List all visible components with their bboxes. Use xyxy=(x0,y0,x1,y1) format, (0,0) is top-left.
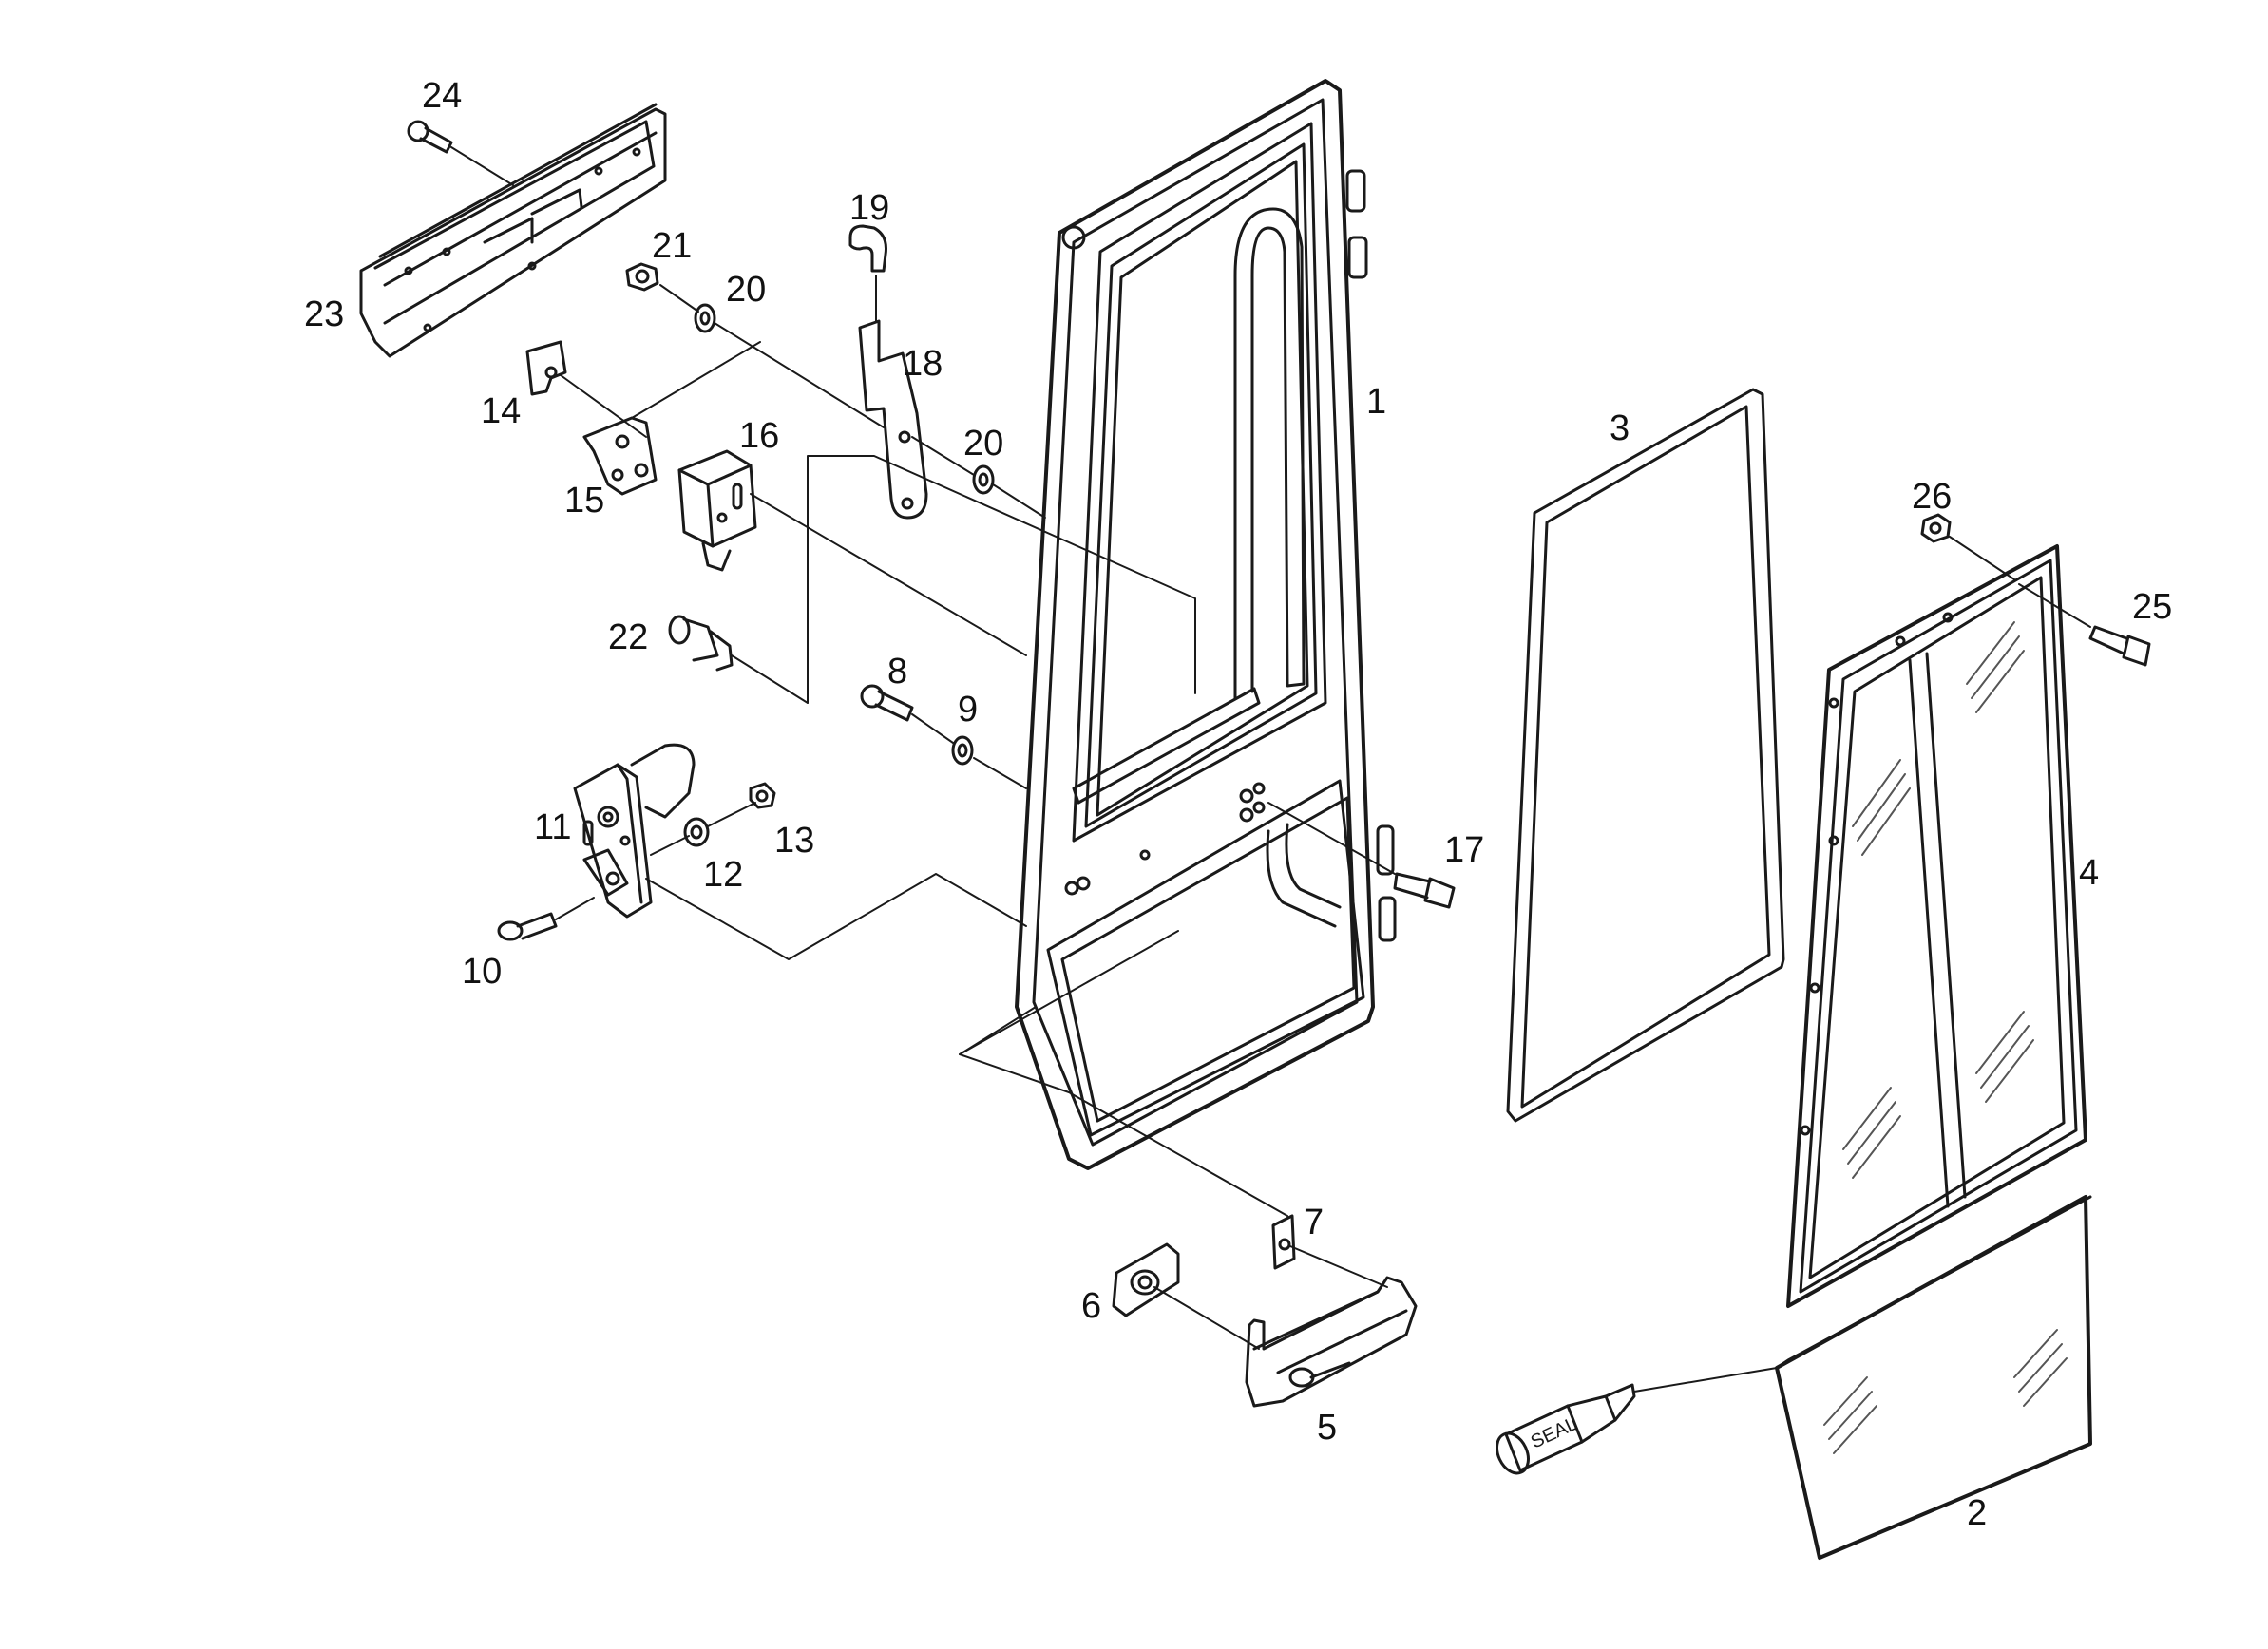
lock-part-11 xyxy=(573,743,696,919)
callout-22: 22 xyxy=(608,617,649,657)
washer-part-12 xyxy=(683,817,710,847)
callout-4: 4 xyxy=(2079,853,2100,893)
callout-25: 25 xyxy=(2132,587,2173,627)
bolt-part-25 xyxy=(2018,583,2151,667)
callout-12: 12 xyxy=(703,855,744,895)
callout-23: 23 xyxy=(304,294,345,334)
nut-part-21 xyxy=(625,262,659,292)
callout-18: 18 xyxy=(903,344,943,384)
escutcheon-part-6 xyxy=(1112,1242,1180,1317)
callout-13: 13 xyxy=(774,821,815,861)
washer-part-20b xyxy=(972,464,995,495)
seal-tube: SEAL xyxy=(1496,1367,1778,1475)
bracket-part-18 xyxy=(848,224,928,520)
handle-part-5 xyxy=(1245,1276,1418,1408)
callout-21: 21 xyxy=(652,226,693,266)
block-part-16 xyxy=(677,449,757,572)
callout-3: 3 xyxy=(1610,408,1630,448)
callout-11: 11 xyxy=(534,807,572,847)
screw-part-10 xyxy=(497,897,595,941)
callout-6: 6 xyxy=(1081,1286,1102,1326)
washer-part-9 xyxy=(951,735,974,766)
washer-part-20a xyxy=(694,303,716,333)
bolt-part-17 xyxy=(1267,802,1456,909)
plate-part-15 xyxy=(582,416,658,496)
bolt-part-8 xyxy=(860,684,914,722)
callout-9: 9 xyxy=(958,690,979,730)
glass-pane-part-2 xyxy=(1775,1195,2092,1560)
callout-10: 10 xyxy=(462,952,503,992)
callout-16: 16 xyxy=(739,416,780,456)
callout-26: 26 xyxy=(1912,477,1953,517)
window-seal-part-3 xyxy=(1506,388,1785,1123)
clip-part-7 xyxy=(1271,1214,1296,1270)
pin-part-22 xyxy=(668,615,809,704)
clip-part-14 xyxy=(525,340,567,396)
callout-17: 17 xyxy=(1444,830,1485,870)
top-rail-part-23 xyxy=(359,103,667,358)
door-frame-part-1 xyxy=(1015,79,1397,1170)
callout-1: 1 xyxy=(1366,382,1387,422)
callout-19: 19 xyxy=(849,188,890,228)
screw-part-24 xyxy=(407,120,514,186)
nut-part-13 xyxy=(749,782,776,809)
glass-window-part-4 xyxy=(1786,544,2087,1308)
callout-20a: 20 xyxy=(726,270,767,310)
callout-2: 2 xyxy=(1967,1493,1988,1533)
callout-15: 15 xyxy=(564,481,605,521)
callout-7: 7 xyxy=(1304,1203,1325,1242)
callout-24: 24 xyxy=(422,76,463,116)
callout-14: 14 xyxy=(481,391,522,431)
callout-20b: 20 xyxy=(963,424,1004,464)
callout-5: 5 xyxy=(1317,1408,1338,1448)
callout-8: 8 xyxy=(887,652,908,692)
nut-part-26 xyxy=(1920,513,2015,580)
